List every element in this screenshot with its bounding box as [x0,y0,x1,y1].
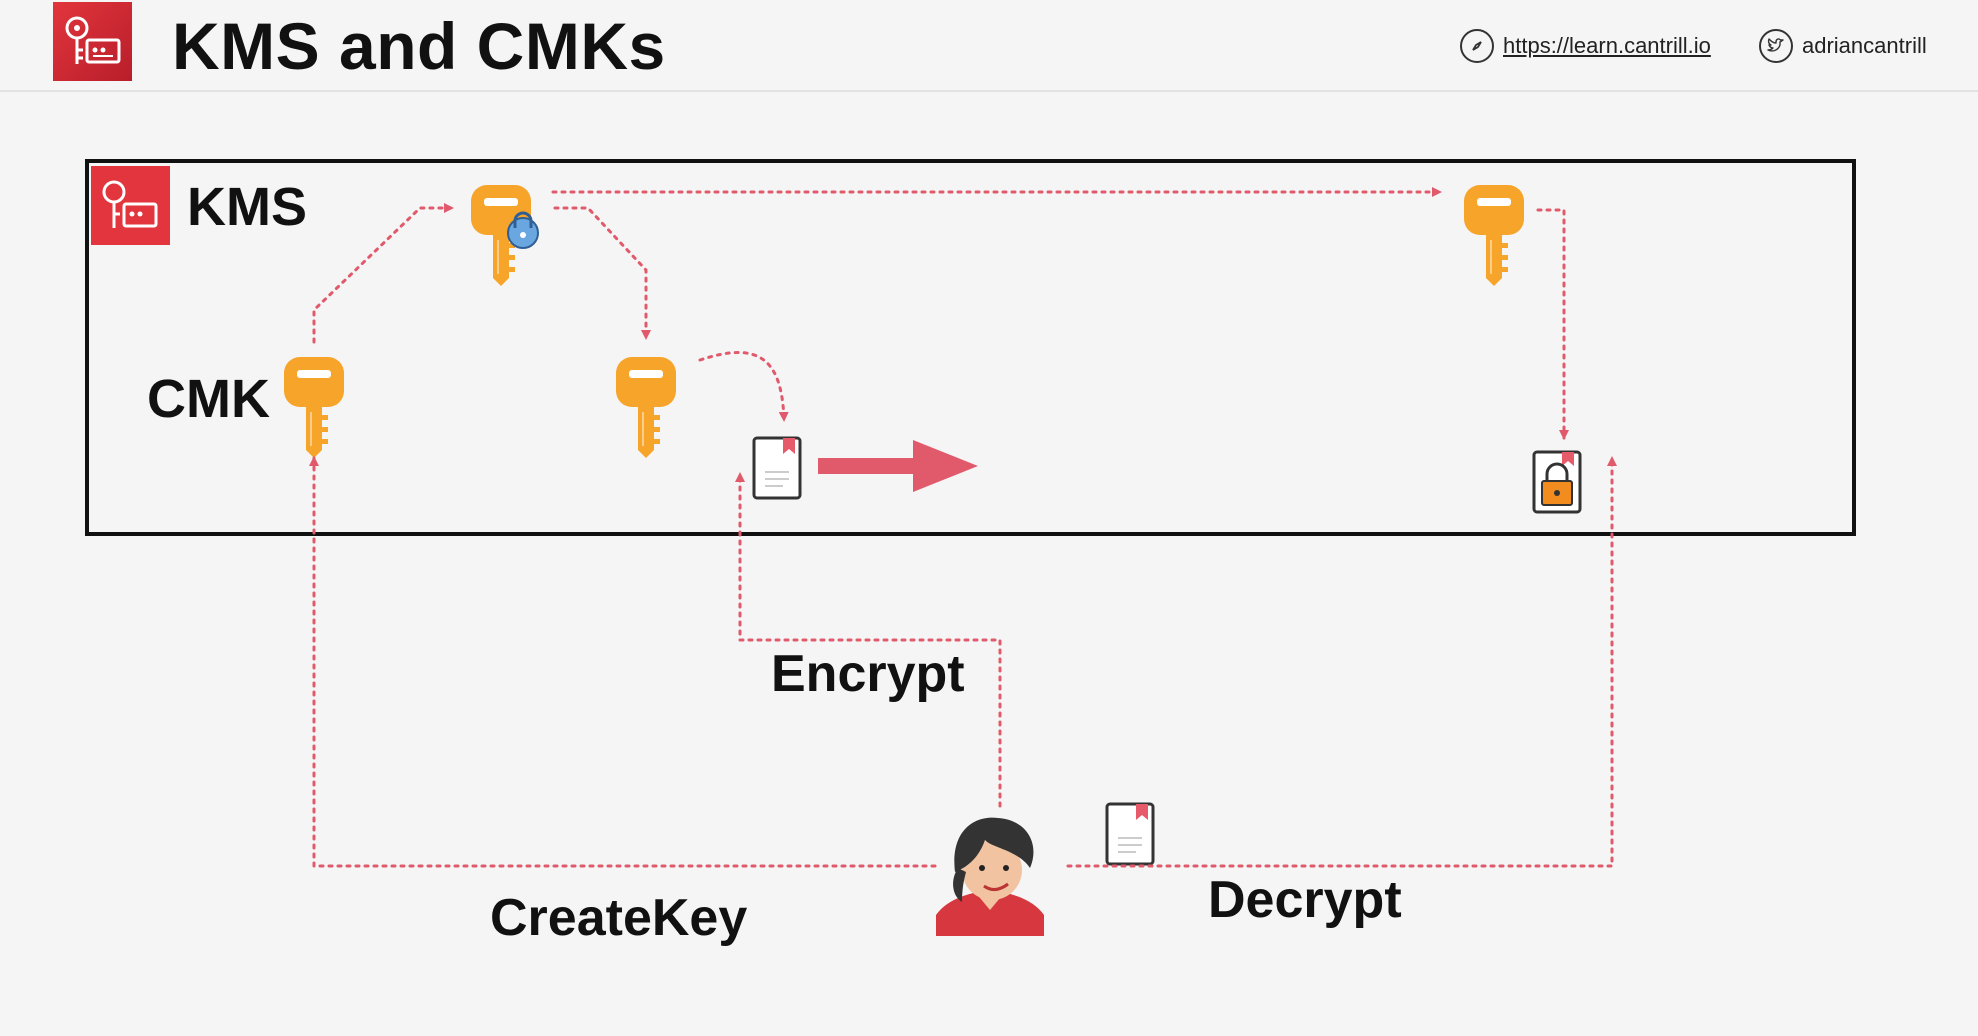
encrypt-label: Encrypt [771,645,965,703]
createkey-label: CreateKey [490,889,748,947]
createkey-flow-arrow [309,456,937,868]
kms-logo-icon [53,2,132,81]
user-document-icon [1105,802,1155,866]
decrypted-data-key-icon [1463,184,1525,287]
twitter-bird-icon [1759,29,1793,63]
cmk-to-encrypted-key-arrow [312,203,454,344]
encrypted-key-to-data-key-arrow [553,206,651,340]
site-link[interactable]: https://learn.cantrill.io [1460,26,1711,66]
user-avatar-icon [936,817,1044,936]
page-title: KMS and CMKs [172,9,666,83]
plaintext-document-icon [752,436,802,500]
decrypt-flow-arrow [1066,456,1617,868]
locked-document-icon [1532,450,1582,514]
twitter-link[interactable]: adriancantrill [1759,26,1927,66]
header-bar: KMS and CMKs https://learn.cantrill.io a… [0,0,1978,92]
encrypt-output-arrow [818,440,978,492]
kms-boundary [85,159,1856,536]
encrypt-flow-arrow [735,472,1002,808]
decrypt-label: Decrypt [1208,871,1402,929]
compass-icon [1460,29,1494,63]
cmk-label: CMK [147,369,270,429]
kms-label: KMS [187,177,307,237]
site-link-text[interactable]: https://learn.cantrill.io [1503,33,1711,58]
data-key-to-document-arrow [698,351,789,422]
cmk-key-icon [283,356,345,459]
encrypted-data-key-icon [470,184,539,287]
data-key-icon [615,356,677,459]
decrypted-key-to-locked-doc-arrow [1536,208,1569,440]
kms-service-icon [91,166,170,245]
twitter-handle[interactable]: adriancantrill [1802,33,1927,58]
